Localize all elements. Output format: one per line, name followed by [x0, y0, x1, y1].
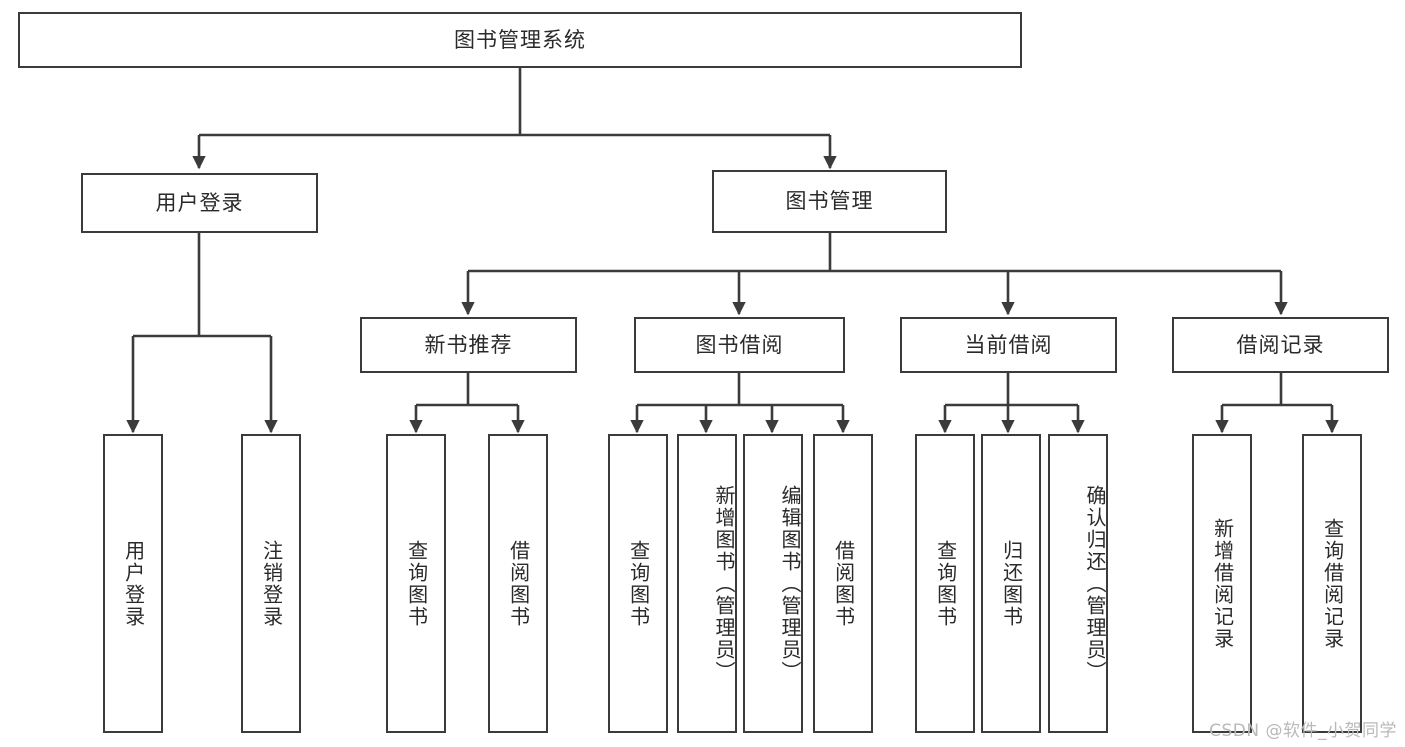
- node-leaf-user-login[interactable]: 用户登录: [103, 434, 163, 733]
- node-label: 确认归还（管理员）: [1083, 484, 1107, 683]
- node-label: 查询借阅记录: [1320, 517, 1345, 650]
- node-leaf-query-book-1[interactable]: 查询图书: [386, 434, 446, 733]
- node-leaf-logout-login[interactable]: 注销登录: [241, 434, 301, 733]
- node-label: 新书推荐: [424, 332, 513, 357]
- node-label: 编辑图书（管理员）: [778, 484, 802, 683]
- node-label: 新增借阅记录: [1210, 517, 1235, 650]
- node-book-borrow[interactable]: 图书借阅: [634, 317, 845, 373]
- node-label: 查询图书: [626, 539, 651, 628]
- node-new-book-recommend[interactable]: 新书推荐: [360, 317, 577, 373]
- node-label: 查询图书: [933, 539, 958, 628]
- node-leaf-query-book-3[interactable]: 查询图书: [915, 434, 975, 733]
- node-label: 图书管理: [785, 189, 874, 214]
- node-leaf-query-book-2[interactable]: 查询图书: [608, 434, 668, 733]
- node-current-borrow[interactable]: 当前借阅: [900, 317, 1117, 373]
- node-label: 查询图书: [404, 539, 429, 628]
- node-label: 用户登录: [121, 539, 146, 628]
- node-book-management[interactable]: 图书管理: [712, 170, 947, 233]
- node-leaf-edit-book[interactable]: 编辑图书（管理员）: [743, 434, 803, 733]
- node-leaf-query-record[interactable]: 查询借阅记录: [1302, 434, 1362, 733]
- node-borrow-record[interactable]: 借阅记录: [1172, 317, 1389, 373]
- node-leaf-confirm-return[interactable]: 确认归还（管理员）: [1048, 434, 1108, 733]
- node-label: 图书管理系统: [454, 27, 586, 52]
- node-label: 用户登录: [155, 190, 244, 215]
- node-label: 借阅记录: [1236, 332, 1325, 357]
- node-user-login[interactable]: 用户登录: [81, 173, 318, 233]
- node-leaf-add-book[interactable]: 新增图书（管理员）: [677, 434, 737, 733]
- node-label: 图书借阅: [695, 332, 784, 357]
- node-label: 注销登录: [259, 539, 284, 628]
- node-label: 新增图书（管理员）: [712, 484, 736, 683]
- node-label: 归还图书: [999, 539, 1024, 628]
- node-leaf-borrow-book-2[interactable]: 借阅图书: [813, 434, 873, 733]
- node-label: 当前借阅: [964, 332, 1053, 357]
- node-leaf-return-book[interactable]: 归还图书: [981, 434, 1041, 733]
- csdn-watermark: CSDN @软件_小贺同学: [1209, 721, 1397, 741]
- node-leaf-add-record[interactable]: 新增借阅记录: [1192, 434, 1252, 733]
- node-label: 借阅图书: [506, 539, 531, 628]
- node-label: 借阅图书: [831, 539, 856, 628]
- node-book-management-system[interactable]: 图书管理系统: [18, 12, 1022, 68]
- node-leaf-borrow-book-1[interactable]: 借阅图书: [488, 434, 548, 733]
